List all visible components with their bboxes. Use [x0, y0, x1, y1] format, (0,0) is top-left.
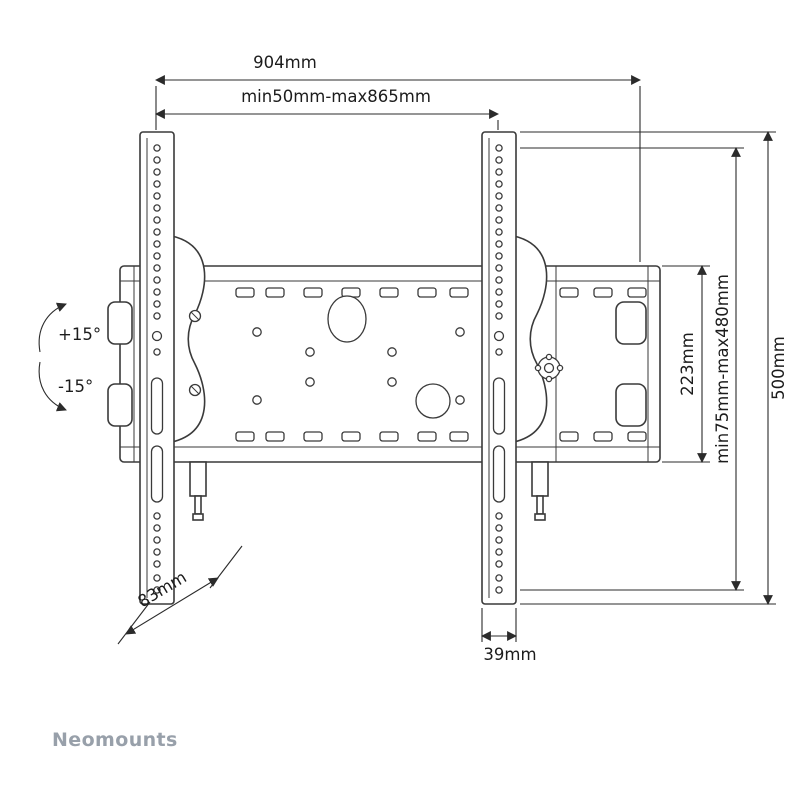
- left-hook-screw: [194, 495, 202, 515]
- plate-large-oval-hole: [327, 295, 367, 343]
- right-tv-bracket-rail: [481, 131, 517, 605]
- left-hook: [189, 461, 207, 497]
- tilt-up-label: +15°: [58, 325, 101, 344]
- left-rail-pivot-hole: [151, 330, 163, 342]
- plate-right-tab-top: [615, 301, 647, 345]
- right-hook-screw: [536, 495, 544, 515]
- left-rail-slot-top: [150, 377, 164, 435]
- left-tilt-arm: [171, 234, 206, 444]
- tilt-down-arrow-icon: [38, 361, 67, 412]
- right-rail-slot-top: [492, 377, 506, 435]
- right-hook-screw-tip: [534, 513, 546, 521]
- left-rail-vesa-holes: [153, 144, 161, 320]
- dim-total-height-label: 500mm: [769, 336, 788, 400]
- tilt-up-arrow-icon: [38, 302, 67, 353]
- plate-left-tab-top: [107, 301, 133, 345]
- plate-right-tab-bottom: [615, 383, 647, 427]
- dim-total-width-label: 904mm: [253, 53, 317, 72]
- right-rail-pivot-hole: [493, 330, 505, 342]
- right-hook: [531, 461, 549, 497]
- tilt-lock-knob: [534, 353, 564, 383]
- right-rail-vesa-holes: [495, 144, 503, 320]
- dim-width-range-label: min50mm-max865mm: [241, 87, 431, 106]
- plate-large-round-hole: [415, 383, 451, 419]
- locking-hooks: [189, 461, 549, 521]
- left-tv-bracket-rail: [139, 131, 175, 605]
- right-rail-slot-bottom: [492, 445, 506, 503]
- tilt-down-label: -15°: [58, 377, 93, 396]
- brand-logo: Neomounts: [52, 729, 178, 751]
- right-tilt-arm: [513, 234, 564, 444]
- plate-left-tab-bottom: [107, 383, 133, 427]
- tilt-indicator: +15° -15°: [38, 302, 101, 412]
- dim-height-range-label: min75mm-max480mm: [713, 274, 732, 464]
- dim-plate-height-label: 223mm: [678, 332, 697, 396]
- left-rail-slot-bottom: [150, 445, 164, 503]
- left-hook-screw-tip: [192, 513, 204, 521]
- dim-profile-depth-label: 39mm: [483, 645, 536, 664]
